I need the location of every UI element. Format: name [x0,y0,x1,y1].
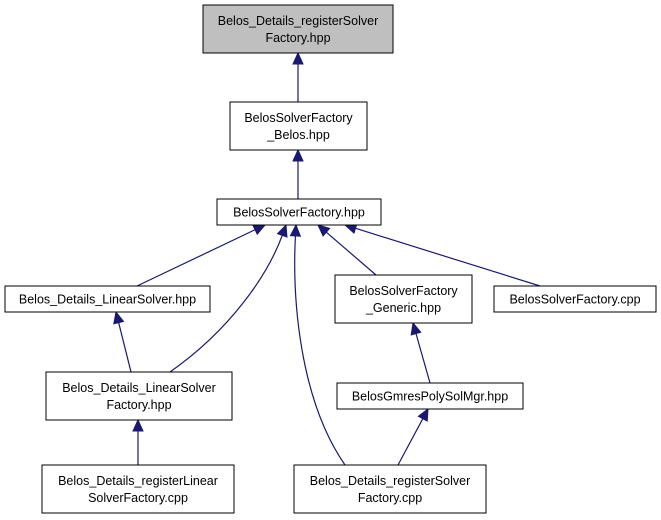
edge-n8-n6 [132,418,144,465]
node-box [336,382,524,410]
graph-node-n1[interactable]: BelosSolverFactory _Belos.hpp [229,101,368,151]
edge-n6-n2 [169,223,288,373]
arrowhead-icon [410,321,422,336]
node-box [334,274,473,324]
edge-line [294,234,346,466]
node-label: Belos_Details_LinearSolver [62,381,216,395]
arrowhead-icon [113,310,125,325]
node-label: BelosGmresPolySolMgr.hpp [352,390,508,404]
edge-line [117,321,132,373]
edge-n5-n2 [343,222,541,287]
graph-node-n2[interactable]: BelosSolverFactory.hpp [216,198,382,226]
edge-line [354,227,541,287]
edge-n3-n2 [136,224,267,287]
node-label: SolverFactory.cpp [88,491,188,505]
node-label: Factory.hpp [265,31,330,45]
graph-node-n7[interactable]: BelosGmresPolySolMgr.hpp [336,382,524,410]
node-label: Belos_Details_registerSolver [218,14,379,28]
edge-n7-n4 [410,321,431,384]
edge-line [397,417,424,466]
node-box [202,4,394,54]
node-box [293,464,487,514]
arrowhead-icon [417,407,429,422]
node-box [216,198,382,226]
node-label: Belos_Details_registerSolver [310,474,471,488]
edge-line [136,228,257,287]
arrowhead-icon [276,223,288,238]
arrowhead-icon [252,224,267,236]
node-label: BelosSolverFactory.hpp [233,206,365,220]
arrowhead-icon [292,148,304,162]
graph-node-n5[interactable]: BelosSolverFactory.cpp [493,285,657,313]
node-label: BelosSolverFactory.cpp [509,293,640,307]
nodes-layer: Belos_Details_registerSolverFactory.hppB… [4,4,657,514]
edge-n9-n2 [289,223,346,466]
node-label: Belos_Details_LinearSolver.hpp [19,293,196,307]
node-label: _Generic.hpp [365,301,441,315]
edge-line [325,231,377,276]
graph-node-n8[interactable]: Belos_Details_registerLinearSolverFactor… [41,464,235,514]
edge-n9-n7 [397,407,429,466]
node-label: _Belos.hpp [266,128,330,142]
arrowhead-icon [289,223,302,237]
node-box [41,464,235,514]
graph-node-n3[interactable]: Belos_Details_LinearSolver.hpp [4,285,211,313]
edge-line [415,332,431,384]
node-box [493,285,657,313]
node-box [4,285,211,313]
node-label: BelosSolverFactory [244,111,353,125]
arrowhead-icon [132,418,144,432]
edges-layer [113,51,541,466]
edge-n2-n1 [292,148,304,199]
node-label: Factory.cpp [358,491,422,505]
node-label: BelosSolverFactory [349,284,458,298]
arrowhead-icon [317,224,331,237]
edge-n6-n3 [113,310,132,373]
node-box [229,101,368,151]
node-label: Factory.hpp [106,398,171,412]
node-label: Belos_Details_registerLinear [58,474,218,488]
graph-node-n4[interactable]: BelosSolverFactory _Generic.hpp [334,274,473,324]
edge-line [169,234,284,373]
edge-n4-n2 [317,224,377,276]
node-box [45,371,233,421]
edge-n1-n0 [292,51,304,102]
arrowhead-icon [292,51,304,65]
